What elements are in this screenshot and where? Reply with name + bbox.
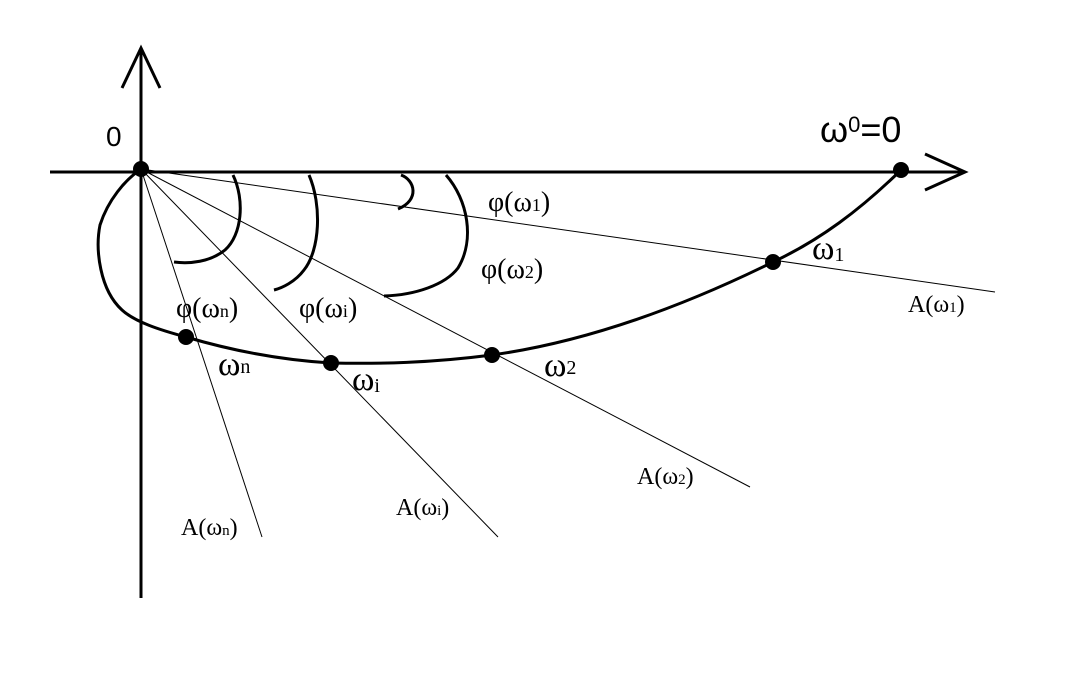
phi-i-label: φ(ωi) (299, 293, 357, 324)
omega-2-label: ω2 (544, 347, 576, 384)
horizontal-axis-arrowhead (924, 152, 969, 192)
point-omega-n (178, 329, 194, 345)
omega-1-label: ω1 (812, 230, 844, 267)
origin-point (133, 161, 149, 177)
ray-omega-i (140, 168, 499, 538)
angle-arc-phi-n (173, 174, 242, 265)
omega-i-label: ωi (352, 361, 380, 398)
phi-2-label: φ(ω2) (481, 254, 543, 285)
angle-arc-phi-i (273, 174, 320, 292)
ray-omega-n (140, 168, 263, 538)
omega-zero-label: ω0=0 (820, 109, 901, 150)
amp-i-label: A(ωi) (396, 495, 449, 521)
angle-arc-phi-1 (397, 173, 415, 211)
point-omega-zero (893, 162, 909, 178)
vertical-axis-arrowhead (120, 44, 162, 89)
phi-1-label: φ(ω1) (488, 187, 550, 218)
amp-1-label: A(ω1) (908, 292, 965, 318)
point-omega-1 (765, 254, 781, 270)
ray-omega-2 (140, 168, 751, 488)
point-omega-2 (484, 347, 500, 363)
angle-arc-phi-2 (383, 174, 469, 298)
ray-omega-1 (140, 168, 996, 293)
amp-n-label: A(ωn) (181, 515, 238, 541)
amp-2-label: A(ω2) (637, 464, 694, 490)
origin-label: 0 (106, 121, 122, 152)
point-omega-i (323, 355, 339, 371)
phi-n-label: φ(ωn) (176, 293, 238, 324)
omega-n-label: ωn (218, 346, 250, 383)
